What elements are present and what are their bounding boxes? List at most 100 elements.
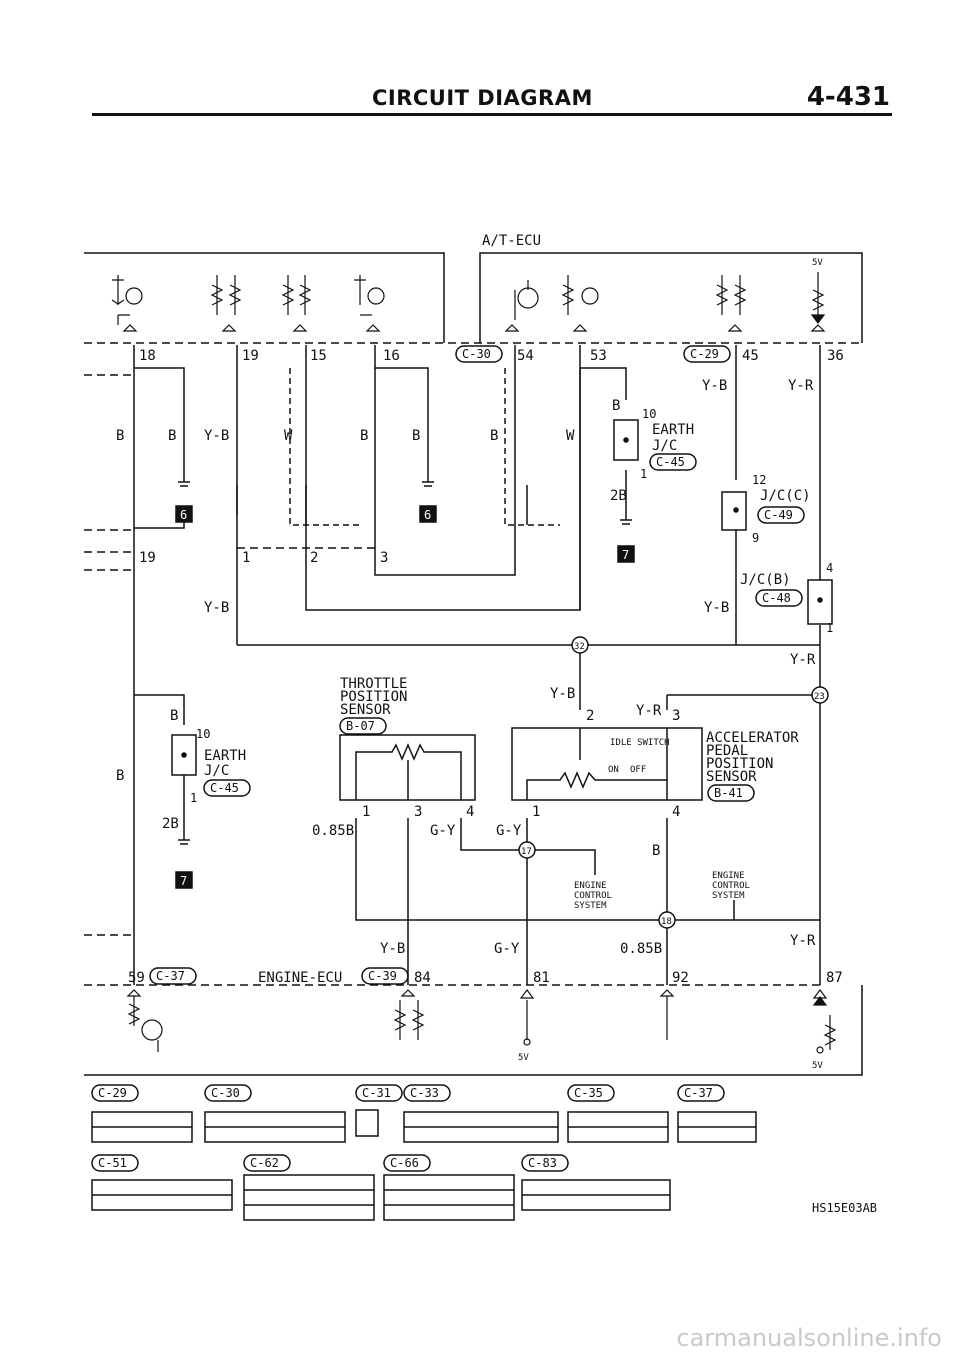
svg-text:G-Y: G-Y [496,823,522,839]
svg-text:4: 4 [466,804,474,820]
svg-text:C-48: C-48 [762,591,791,605]
connector-c31: C-31 [355,1084,403,1137]
svg-text:IDLE SWITCH: IDLE SWITCH [610,738,670,748]
svg-text:B: B [612,398,620,414]
svg-text:C-62: C-62 [250,1156,279,1170]
connector-c51: C-51 [91,1154,233,1211]
svg-text:2: 2 [586,708,594,724]
at-connector-tags: C-30 C-29 [455,345,731,363]
svg-text:J/C: J/C [204,763,229,779]
svg-text:19: 19 [242,348,259,364]
svg-text:2B: 2B [162,816,179,832]
svg-text:ENGINE: ENGINE [574,881,607,891]
svg-text:Y-B: Y-B [704,600,729,616]
svg-text:B: B [116,428,124,444]
watermark: carmanualsonline.info [676,1324,942,1352]
svg-text:G-Y: G-Y [430,823,456,839]
engine-ecu: ENGINE-ECU C-37 C-39 59 84 81 92 87 5V 5… [84,967,863,1076]
svg-text:Y-R: Y-R [790,652,816,668]
svg-text:9: 9 [752,531,759,545]
at-ecu-internals: 5V [111,258,826,332]
svg-text:87: 87 [826,970,843,986]
svg-text:10: 10 [642,407,656,421]
svg-text:W: W [566,428,575,444]
svg-text:C-33: C-33 [410,1086,439,1100]
svg-text:Y-B: Y-B [702,378,727,394]
supply-5v-ecu-b: 5V [812,1061,823,1071]
svg-text:J/C(B): J/C(B) [740,572,791,588]
svg-text:19: 19 [139,550,156,566]
svg-text:OFF: OFF [630,765,646,775]
svg-text:POSITION: POSITION [706,756,773,772]
diagram-code: HS15E03AB [812,1201,877,1215]
connector-list: C-29 C-30 C-31 C-33 C-35 C-37 C-51 C-62 [91,1084,757,1221]
svg-text:4: 4 [826,561,833,575]
svg-text:36: 36 [827,348,844,364]
svg-text:1: 1 [242,550,250,566]
svg-text:1: 1 [532,804,540,820]
svg-text:Y-B: Y-B [204,428,229,444]
svg-text:W: W [284,428,293,444]
svg-text:B: B [168,428,176,444]
svg-text:4: 4 [672,804,680,820]
header-rule [92,113,892,116]
at-ecu: A/T-ECU [84,233,863,344]
joint-connectors: 10 EARTH J/C C-45 1 12 J/C(C) C-49 9 4 J… [171,407,833,805]
svg-text:1: 1 [362,804,370,820]
svg-text:C-29: C-29 [690,347,719,361]
svg-text:59: 59 [128,970,145,986]
footer: carmanualsonline.info [0,1300,960,1358]
svg-text:ON: ON [608,765,619,775]
svg-text:7: 7 [180,874,187,888]
at-bottom-terminals: 19 1 2 3 [139,550,388,566]
svg-text:Y-R: Y-R [788,378,814,394]
svg-text:B: B [490,428,498,444]
svg-text:1: 1 [826,621,833,635]
svg-text:EARTH: EARTH [652,422,694,438]
svg-text:C-51: C-51 [98,1156,127,1170]
connector-c35: C-35 [567,1084,669,1143]
connector-c30: C-30 [204,1084,346,1143]
svg-text:J/C: J/C [652,438,677,454]
svg-text:C-37: C-37 [684,1086,713,1100]
accelerator-pedal-sensor: IDLE SWITCH ON OFF ACCELERATOR PEDAL POS… [511,708,799,820]
connector-c62: C-62 [243,1154,375,1221]
connector-c29: C-29 [91,1084,193,1143]
svg-text:16: 16 [383,348,400,364]
svg-text:EARTH: EARTH [204,748,246,764]
svg-text:45: 45 [742,348,759,364]
svg-text:Y-R: Y-R [636,703,662,719]
svg-text:B: B [412,428,420,444]
svg-text:18: 18 [139,348,156,364]
svg-text:C-39: C-39 [368,969,397,983]
svg-text:C-35: C-35 [574,1086,603,1100]
svg-text:54: 54 [517,348,534,364]
svg-text:7: 7 [622,548,629,562]
at-top-terminals: 18 19 15 16 54 53 45 36 [139,348,844,364]
svg-text:81: 81 [533,970,550,986]
svg-text:18: 18 [661,917,672,927]
svg-text:B-07: B-07 [346,719,375,733]
engine-control-system: ENGINE CONTROL SYSTEM ENGINE CONTROL SYS… [574,871,750,911]
svg-text:C-49: C-49 [764,508,793,522]
supply-5v-ecu-a: 5V [518,1053,529,1063]
svg-text:C-37: C-37 [156,969,185,983]
svg-text:3: 3 [414,804,422,820]
svg-text:C-30: C-30 [462,347,491,361]
svg-text:6: 6 [424,508,431,522]
svg-text:SYSTEM: SYSTEM [712,891,745,901]
connector-c66: C-66 [383,1154,515,1221]
svg-text:84: 84 [414,970,431,986]
svg-text:12: 12 [752,473,766,487]
svg-text:B-41: B-41 [714,786,743,800]
svg-text:10: 10 [196,727,210,741]
connector-c37: C-37 [677,1084,757,1143]
svg-text:92: 92 [672,970,689,986]
svg-text:G-Y: G-Y [494,941,520,957]
svg-text:CONTROL: CONTROL [712,881,750,891]
svg-text:3: 3 [672,708,680,724]
svg-text:B: B [170,708,178,724]
svg-text:POSITION: POSITION [340,689,407,705]
svg-text:53: 53 [590,348,607,364]
